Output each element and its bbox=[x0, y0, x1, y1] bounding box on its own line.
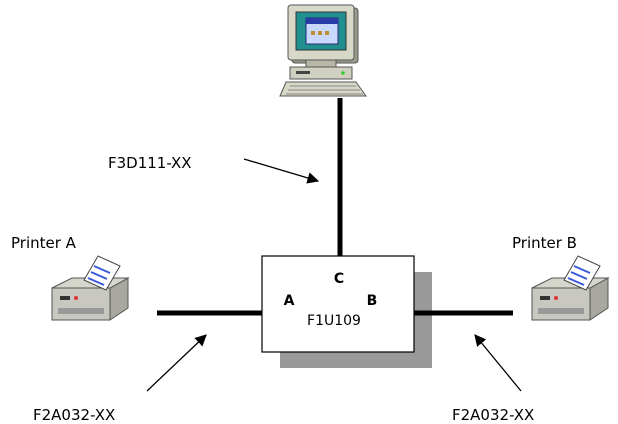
printer-a-icon bbox=[51, 255, 130, 321]
printer-b-label: Printer B bbox=[512, 234, 577, 252]
desktop-computer-icon bbox=[279, 4, 367, 97]
switch-box bbox=[261, 255, 415, 353]
computer-cable-label: F3D111-XX bbox=[108, 154, 192, 172]
printer-b-icon bbox=[531, 255, 610, 321]
printer-a-label: Printer A bbox=[11, 234, 77, 252]
printer-a-cable-arrow bbox=[146, 334, 207, 392]
port-c-label: C bbox=[334, 271, 344, 287]
printer-b-cable-arrow bbox=[474, 334, 522, 392]
switch-model-label: F1U109 bbox=[307, 313, 361, 329]
printer-b-cable-label: F2A032-XX bbox=[452, 406, 534, 424]
port-b-label: B bbox=[367, 293, 378, 309]
printer-a-cable-label: F2A032-XX bbox=[33, 406, 115, 424]
port-a-label: A bbox=[284, 293, 295, 309]
computer-cable-arrow bbox=[243, 158, 320, 184]
